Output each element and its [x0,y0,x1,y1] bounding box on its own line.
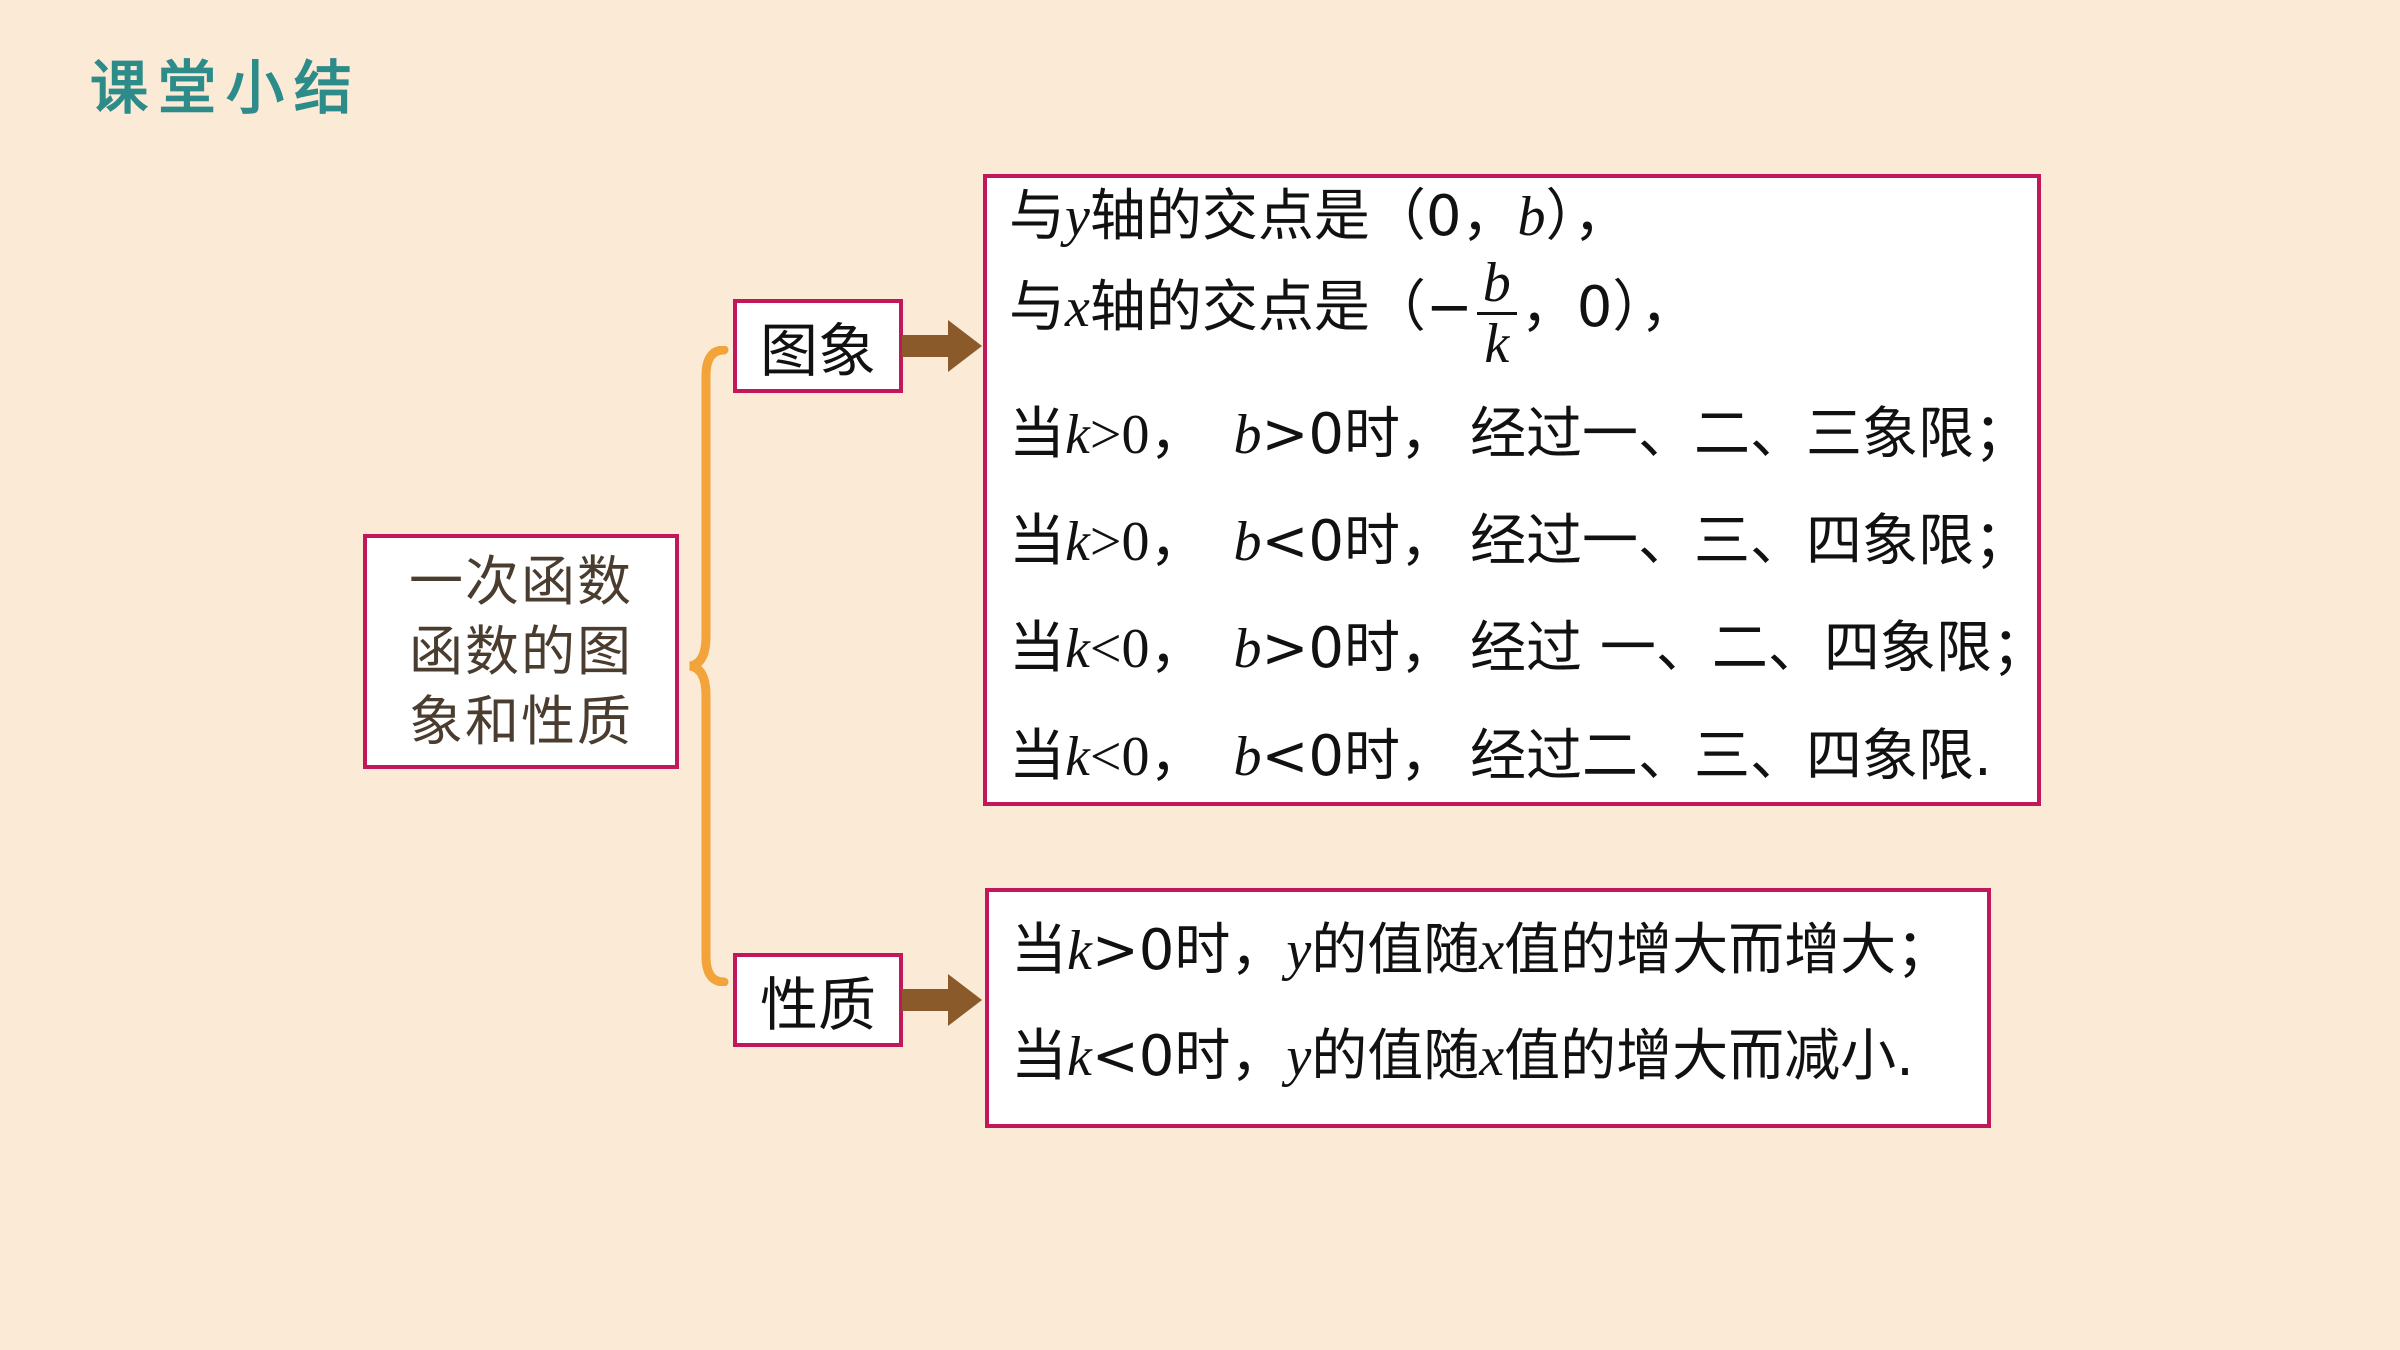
arrow-right-icon [902,974,982,1026]
topic-line-2: 函数的图 [409,619,633,683]
function-properties-box: 当k>0时，y的值随x值的增大而增大； 当k<0时，y的值随x值的增大而减小. [985,888,1991,1128]
topic-line-3: 象和性质 [409,689,633,753]
curly-brace-icon [688,346,729,986]
branch-label-image: 图象 [733,299,903,393]
branch-label-property: 性质 [733,953,903,1047]
topic-line-1: 一次函数 [409,549,633,613]
increasing-line: 当k>0时，y的值随x值的增大而增大； [1011,918,1953,983]
y-intercept-line: 与y轴的交点是（0，b）， [1009,184,1630,249]
case-line-4: 当k<0， b<0时， 经过二、三、四象限. [1009,724,1992,789]
arrow-right-icon [902,320,982,372]
topic-box: 一次函数 函数的图 象和性质 [363,534,679,769]
section-title: 课堂小结 [90,54,363,122]
decreasing-line: 当k<0时，y的值随x值的增大而减小. [1011,1024,1914,1089]
case-line-2: 当k>0， b<0时， 经过一、三、四象限； [1009,509,2031,574]
case-line-3: 当k<0， b>0时， 经过 一、二、四象限； [1009,616,2048,681]
case-line-1: 当k>0， b>0时， 经过一、二、三象限； [1009,402,2031,467]
